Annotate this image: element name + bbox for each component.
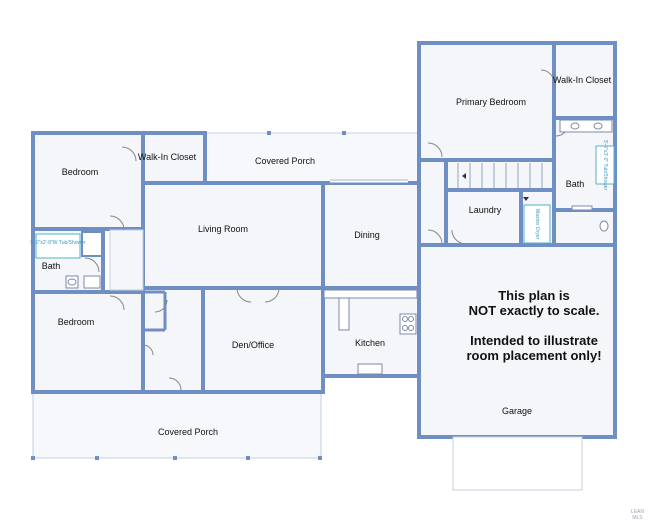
label-dining: Dining xyxy=(354,230,380,240)
kitchen-fixtures xyxy=(323,289,418,375)
label-kitchen: Kitchen xyxy=(354,338,386,348)
hall-details xyxy=(81,229,167,332)
note-line-2: NOT exactly to scale. xyxy=(468,303,600,318)
label-living-room: Living Room xyxy=(197,224,249,234)
label-laundry: Laundry xyxy=(468,205,502,215)
label-tub-left: 5'-0"x2'-8"W Tub/Shower xyxy=(30,240,86,246)
logo-line-1: LEAN xyxy=(630,509,644,515)
bath-fixtures xyxy=(35,119,615,289)
note-line-1: This plan is xyxy=(498,288,570,303)
note-line-3: Intended to illustrate xyxy=(470,333,598,348)
logo-line-2: MLS xyxy=(632,515,643,521)
mls-logo: LEAN MLS xyxy=(631,509,644,521)
label-bath-left: Bath xyxy=(41,261,61,271)
scale-disclaimer: This plan is NOT exactly to scale. Inten… xyxy=(436,288,632,363)
note-line-4: room placement only! xyxy=(466,348,602,363)
note-gap xyxy=(436,318,632,333)
label-covered-porch-bottom: Covered Porch xyxy=(157,427,219,437)
label-garage: Garage xyxy=(501,406,533,416)
label-bedroom-lower: Bedroom xyxy=(57,317,95,327)
covered-porch-bottom-area xyxy=(31,391,322,460)
label-laundry-side: Washer Dryer xyxy=(534,208,540,240)
label-shower-right: 3'-0"x3'-0" Tub/Shower xyxy=(602,139,608,191)
label-primary-bedroom: Primary Bedroom xyxy=(455,97,527,107)
door-swings xyxy=(84,69,569,391)
label-den-office: Den/Office xyxy=(231,340,275,350)
label-bedroom-upper: Bedroom xyxy=(61,167,99,177)
staircase xyxy=(457,163,543,201)
label-bath-right: Bath xyxy=(565,179,585,189)
label-covered-porch-top: Covered Porch xyxy=(254,156,316,166)
label-walk-in-closet-right: Walk-In Closet xyxy=(552,75,612,85)
label-walk-in-closet-left: Walk-In Closet xyxy=(137,152,197,162)
